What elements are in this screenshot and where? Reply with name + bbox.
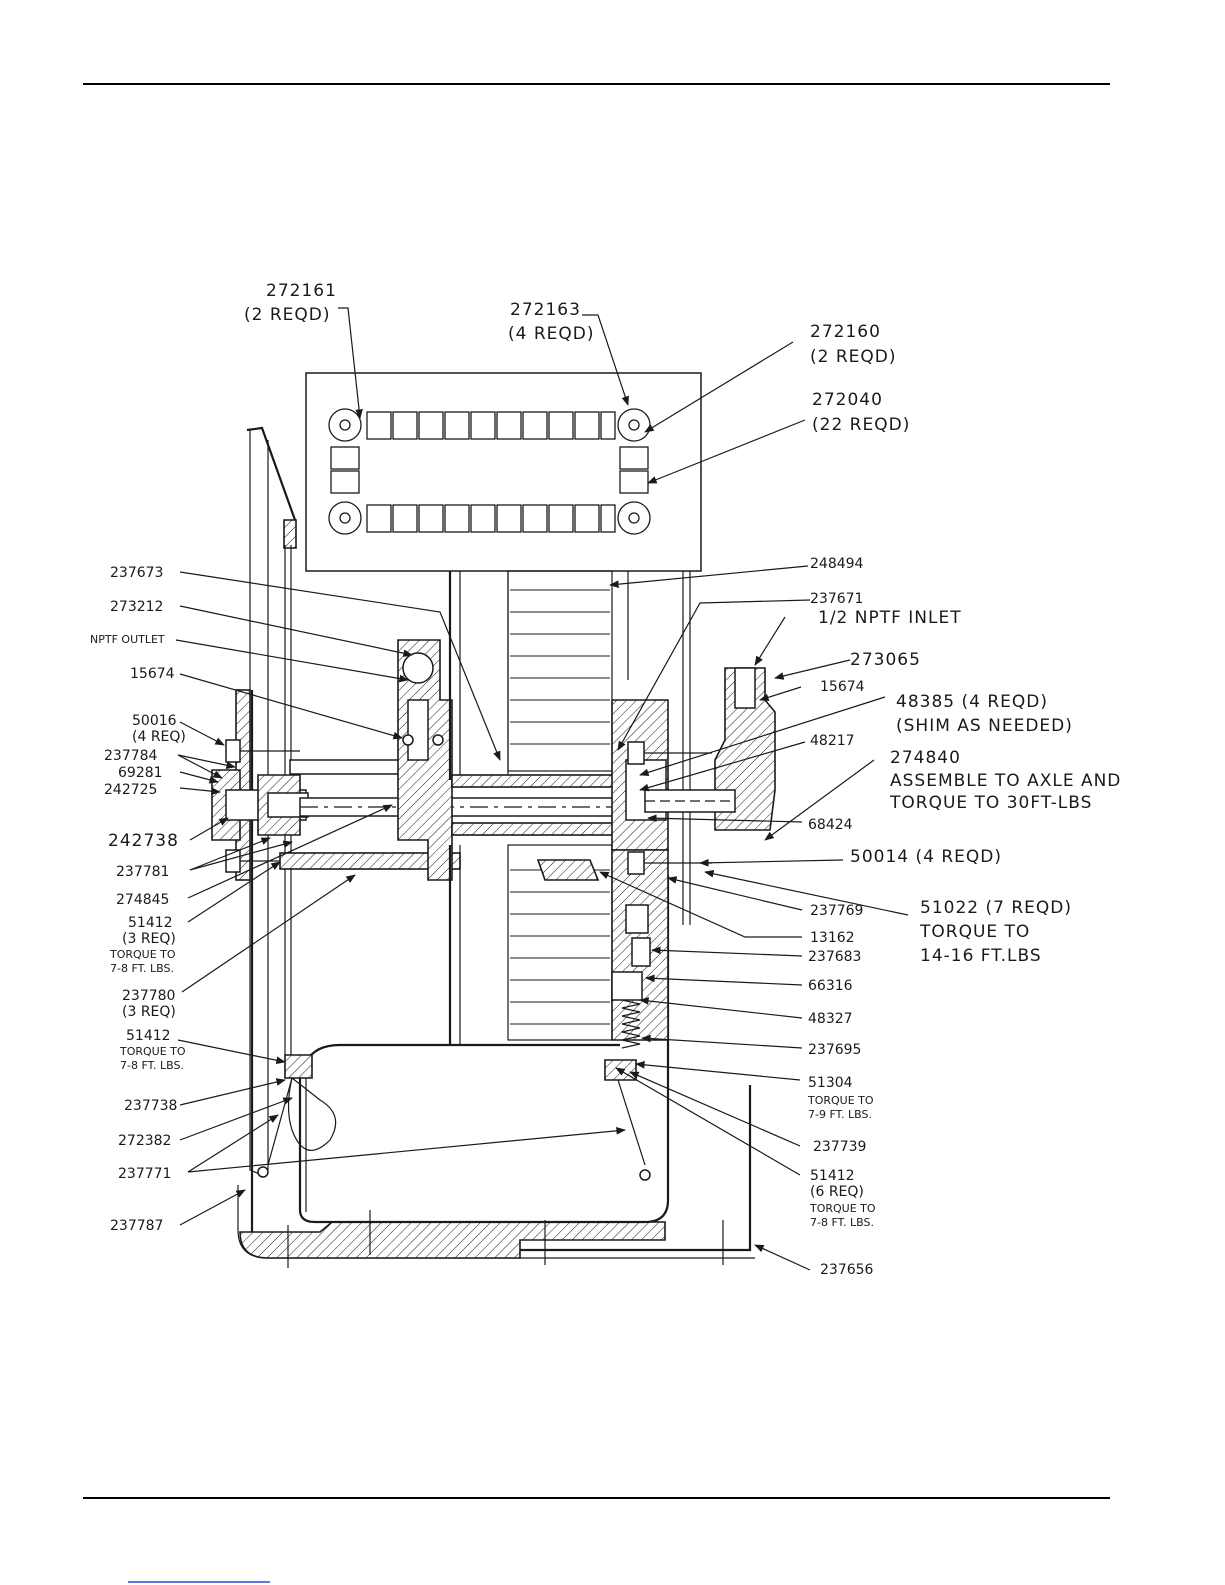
label-51022-value: 14-16 FT.LBS	[920, 946, 1042, 966]
label-272163: 272163	[510, 300, 581, 320]
label-51304: 51304	[808, 1075, 853, 1091]
label-51022: 51022 (7 REQD)	[920, 898, 1072, 918]
bottom-roller-row	[328, 501, 651, 535]
label-242725: 242725	[104, 782, 157, 798]
label-237771: 237771	[118, 1166, 171, 1182]
label-237781: 237781	[116, 864, 169, 880]
rotor-fins-lower	[510, 869, 610, 1025]
label-272160: 272160	[810, 322, 881, 342]
label-15674-right: 15674	[820, 679, 865, 695]
label-inlet: 1/2 NPTF INLET	[818, 608, 962, 628]
rotor-fins-upper	[510, 589, 610, 745]
leader-lines	[175, 307, 909, 1271]
label-272040: 272040	[812, 390, 883, 410]
label-51412-c-value: 7-8 FT. LBS.	[810, 1216, 874, 1229]
label-237673: 237673	[110, 565, 163, 581]
assembly-section	[211, 426, 776, 1268]
label-13162: 13162	[810, 930, 855, 946]
label-assemble-2: TORQUE TO 30FT-LBS	[889, 793, 1092, 813]
label-272040-qty: (22 REQD)	[812, 415, 910, 435]
label-273212: 273212	[110, 599, 163, 615]
label-assemble-1: ASSEMBLE TO AXLE AND	[890, 771, 1121, 791]
label-248494: 248494	[810, 556, 864, 572]
label-50014: 50014 (4 REQD)	[850, 847, 1002, 867]
label-274840: 274840	[890, 748, 961, 768]
label-51304-value: 7-9 FT. LBS.	[808, 1108, 872, 1121]
label-66316: 66316	[808, 978, 853, 994]
label-51022-torque: TORQUE TO	[919, 922, 1030, 942]
label-50016-qty: (4 REQ)	[132, 729, 186, 745]
label-51412-a-torque: TORQUE TO	[109, 948, 176, 961]
label-51412-c-torque: TORQUE TO	[809, 1202, 876, 1215]
label-51412-a: 51412	[128, 915, 173, 931]
label-69281: 69281	[118, 765, 163, 781]
label-51412-c: 51412	[810, 1168, 855, 1184]
label-237695: 237695	[808, 1042, 861, 1058]
label-237738: 237738	[124, 1098, 177, 1114]
label-237769: 237769	[810, 903, 863, 919]
label-68424: 68424	[808, 817, 853, 833]
label-237787: 237787	[110, 1218, 163, 1234]
label-48217: 48217	[810, 733, 855, 749]
label-48327: 48327	[808, 1011, 853, 1027]
label-51412-b-torque: TORQUE TO	[119, 1045, 186, 1058]
label-272163-qty: (4 REQD)	[508, 324, 595, 344]
label-50016: 50016	[132, 713, 177, 729]
label-272161: 272161	[266, 281, 337, 301]
label-274845: 274845	[116, 892, 169, 908]
label-outlet: NPTF OUTLET	[90, 633, 165, 646]
label-237784: 237784	[104, 748, 158, 764]
label-15674-left: 15674	[130, 666, 175, 682]
label-51412-c-qty: (6 REQ)	[810, 1184, 864, 1200]
label-273065: 273065	[850, 650, 921, 670]
label-237739: 237739	[813, 1139, 866, 1155]
label-272161-qty: (2 REQD)	[244, 305, 331, 325]
label-51412-b-value: 7-8 FT. LBS.	[120, 1059, 184, 1072]
label-shim: (SHIM AS NEEDED)	[896, 716, 1073, 736]
label-51412-a-qty: (3 REQ)	[122, 931, 176, 947]
chain-inset	[305, 372, 702, 572]
label-51412-a-value: 7-8 FT. LBS.	[110, 962, 174, 975]
top-roller-row	[328, 408, 651, 442]
label-237671: 237671	[810, 591, 863, 607]
label-237683: 237683	[808, 949, 861, 965]
label-237780-qty: (3 REQ)	[122, 1004, 176, 1020]
label-272382: 272382	[118, 1133, 171, 1149]
label-51412-b: 51412	[126, 1028, 171, 1044]
label-272160-qty: (2 REQD)	[810, 347, 897, 367]
label-51304-torque: TORQUE TO	[807, 1094, 874, 1107]
callouts: 272161 (2 REQD) 272163 (4 REQD) 272160 (…	[90, 281, 1121, 1278]
label-48385: 48385 (4 REQD)	[896, 692, 1048, 712]
label-242738: 242738	[108, 831, 179, 851]
label-237656: 237656	[820, 1262, 874, 1278]
label-237780: 237780	[122, 988, 175, 1004]
